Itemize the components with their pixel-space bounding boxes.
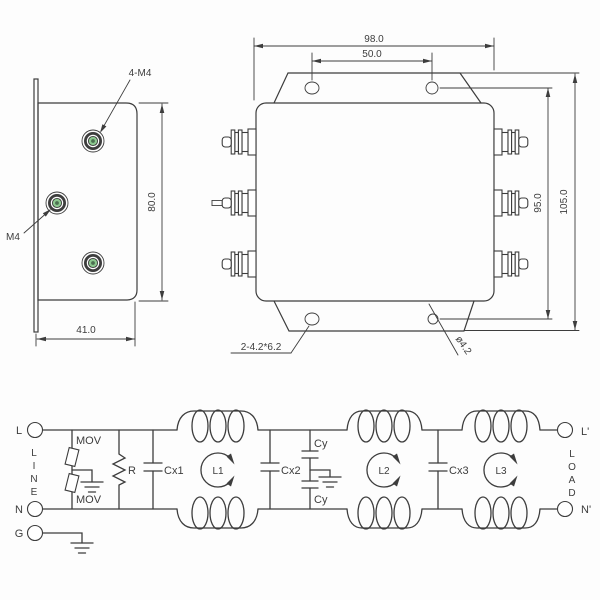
mov-bottom-label: MOV [76, 494, 102, 506]
callout-m4-label: M4 [6, 232, 20, 243]
cy-top-label: Cy [314, 438, 328, 450]
svg-text:L: L [31, 448, 37, 459]
dim-height-80-label: 80.0 [147, 192, 158, 212]
choke-l3: L3 [461, 409, 541, 530]
terminal-screw-bottom [80, 250, 106, 276]
label-n: N [15, 504, 23, 516]
svg-text:N: N [30, 474, 37, 485]
terminal-g-input [26, 524, 44, 542]
resistor-r-label: R [128, 465, 136, 477]
terminal-screw-top [80, 128, 106, 154]
capacitor-cx3: Cx3 [428, 429, 469, 510]
choke-l2: L2 [346, 409, 423, 530]
dim-width-41-label: 41.0 [76, 325, 96, 336]
top-view: 98.0 50.0 95.0 105.0 [211, 34, 580, 357]
callout-slots-label: 2-4.2*6.2 [241, 342, 282, 353]
terminal-stud-right-middle [493, 189, 529, 217]
callout-4m4: 4-M4 [100, 68, 152, 133]
filter-body-side [37, 102, 138, 301]
label-line-vertical: L I N E [30, 448, 37, 498]
l2-label: L2 [378, 466, 390, 477]
callout-slots: 2-4.2*6.2 [230, 325, 310, 354]
label-n-out: N' [581, 504, 591, 516]
varistor-branch: MOV MOV [64, 429, 104, 510]
terminal-n-input [26, 500, 44, 518]
terminal-stud-right-top [493, 128, 529, 156]
label-load-vertical: L O A D [568, 449, 576, 499]
dim-hole-spacing-50-label: 50.0 [362, 49, 382, 60]
terminal-l-input [26, 421, 44, 439]
dim-hole-span-95: 95.0 [439, 87, 553, 320]
schematic: L N G L I N E [15, 409, 591, 554]
svg-text:A: A [569, 475, 576, 486]
terminal-stud-left-bottom [221, 250, 257, 278]
dim-width-41: 41.0 [35, 301, 136, 347]
mov-top-label: MOV [76, 435, 102, 447]
mounting-hole-bottom-right [427, 313, 439, 325]
terminal-stud-left-top [221, 128, 257, 156]
cx2-label: Cx2 [281, 465, 301, 477]
wire-rails [42, 429, 558, 510]
svg-text:O: O [568, 462, 576, 473]
svg-text:L: L [569, 449, 575, 460]
dim-height-80: 80.0 [138, 102, 169, 302]
cy-bottom-label: Cy [314, 494, 328, 506]
dim-hole-span-95-label: 95.0 [533, 193, 544, 213]
capacitor-cy-branch: Cy Cy [301, 429, 342, 510]
mounting-slot-bottom-left [304, 312, 320, 326]
l3-label: L3 [495, 466, 507, 477]
capacitor-cx2: Cx2 [260, 429, 301, 510]
terminal-n-output [556, 500, 574, 518]
mov-bottom-symbol [64, 472, 80, 494]
cx3-label: Cx3 [449, 465, 469, 477]
cx1-label: Cx1 [164, 465, 184, 477]
mounting-flange-bottom [273, 300, 475, 332]
dim-width-98-label: 98.0 [364, 34, 384, 45]
dim-overall-105-label: 105.0 [559, 189, 570, 214]
terminal-l-output [556, 421, 574, 439]
terminal-stud-left-middle [221, 189, 257, 217]
callout-hole-dia-label: ø4.2 [453, 334, 474, 357]
mov-top-symbol [64, 446, 80, 468]
ground-g [42, 532, 94, 554]
mounting-hole-top-right [425, 81, 439, 95]
resistor-r: R [111, 429, 136, 510]
label-g: G [15, 528, 24, 540]
dim-overall-105: 105.0 [459, 72, 580, 331]
l1-label: L1 [212, 466, 224, 477]
label-l: L [16, 425, 22, 437]
filter-body-top [255, 102, 495, 302]
dim-width-98: 98.0 [253, 34, 495, 101]
choke-l1: L1 [176, 409, 259, 530]
terminal-stud-right-bottom [493, 250, 529, 278]
mounting-slot-top-left [304, 81, 320, 95]
label-l-out: L' [581, 426, 589, 438]
terminal-thread-left-middle [211, 199, 223, 207]
callout-m4: M4 [6, 209, 51, 243]
svg-text:E: E [31, 487, 38, 498]
svg-text:D: D [568, 488, 575, 499]
side-view: 4-M4 M4 80.0 41.0 [6, 68, 169, 347]
svg-text:I: I [33, 461, 36, 472]
callout-4m4-label: 4-M4 [129, 68, 152, 79]
dim-hole-spacing-50: 50.0 [311, 49, 433, 81]
capacitor-cx1: Cx1 [143, 429, 184, 510]
